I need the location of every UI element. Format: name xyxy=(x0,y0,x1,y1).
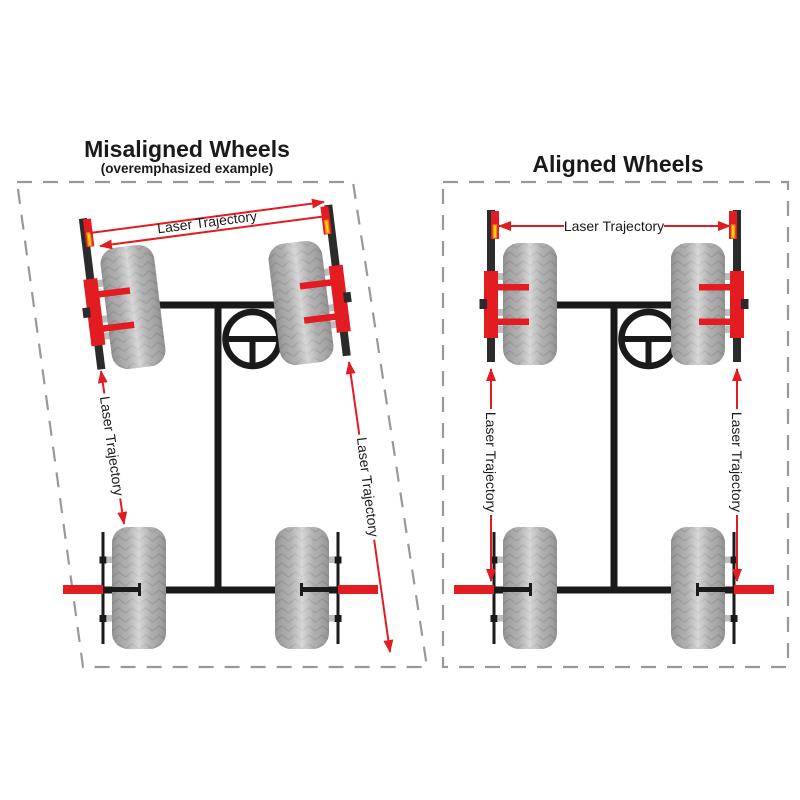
misaligned-panel: Misaligned Wheels (overemphasized exampl… xyxy=(15,136,429,669)
laser-arrow-icon xyxy=(89,198,325,234)
svg-text:Laser Trajectory: Laser Trajectory xyxy=(564,218,664,234)
svg-text:Laser Trajectory: Laser Trajectory xyxy=(97,395,127,497)
laser-arrow-icon xyxy=(99,215,328,250)
svg-text:Laser Trajectory: Laser Trajectory xyxy=(483,412,499,512)
svg-text:Laser Trajectory: Laser Trajectory xyxy=(729,412,745,512)
aligned-rear-left-wheel xyxy=(454,527,557,649)
aligned-left-laser-label: Laser Trajectory xyxy=(483,409,499,515)
svg-text:Laser Trajectory: Laser Trajectory xyxy=(354,436,382,538)
aligned-front-laser-label: Laser Trajectory xyxy=(564,218,664,234)
aligned-rear-right-wheel xyxy=(671,527,774,649)
aligned-panel: Aligned Wheels Laser Trajectory Laser Tr… xyxy=(441,151,790,669)
aligned-front-left-wheel xyxy=(480,210,558,365)
misaligned-title: Misaligned Wheels xyxy=(84,136,290,162)
misaligned-front-left-wheel xyxy=(71,210,167,373)
misaligned-right-laser-label: Laser Trajectory xyxy=(353,433,383,541)
aligned-right-laser-label: Laser Trajectory xyxy=(729,409,745,515)
aligned-border xyxy=(441,180,790,669)
steering-wheel-icon xyxy=(622,312,676,366)
misaligned-skewed-border xyxy=(15,180,429,669)
aligned-title: Aligned Wheels xyxy=(532,151,703,177)
misaligned-left-laser-label: Laser Trajectory xyxy=(96,392,128,500)
steering-wheel-icon xyxy=(226,312,280,366)
misaligned-rear-right-wheel xyxy=(275,527,378,649)
aligned-front-right-wheel xyxy=(671,210,749,365)
misaligned-subtitle: (overemphasized example) xyxy=(101,161,274,176)
